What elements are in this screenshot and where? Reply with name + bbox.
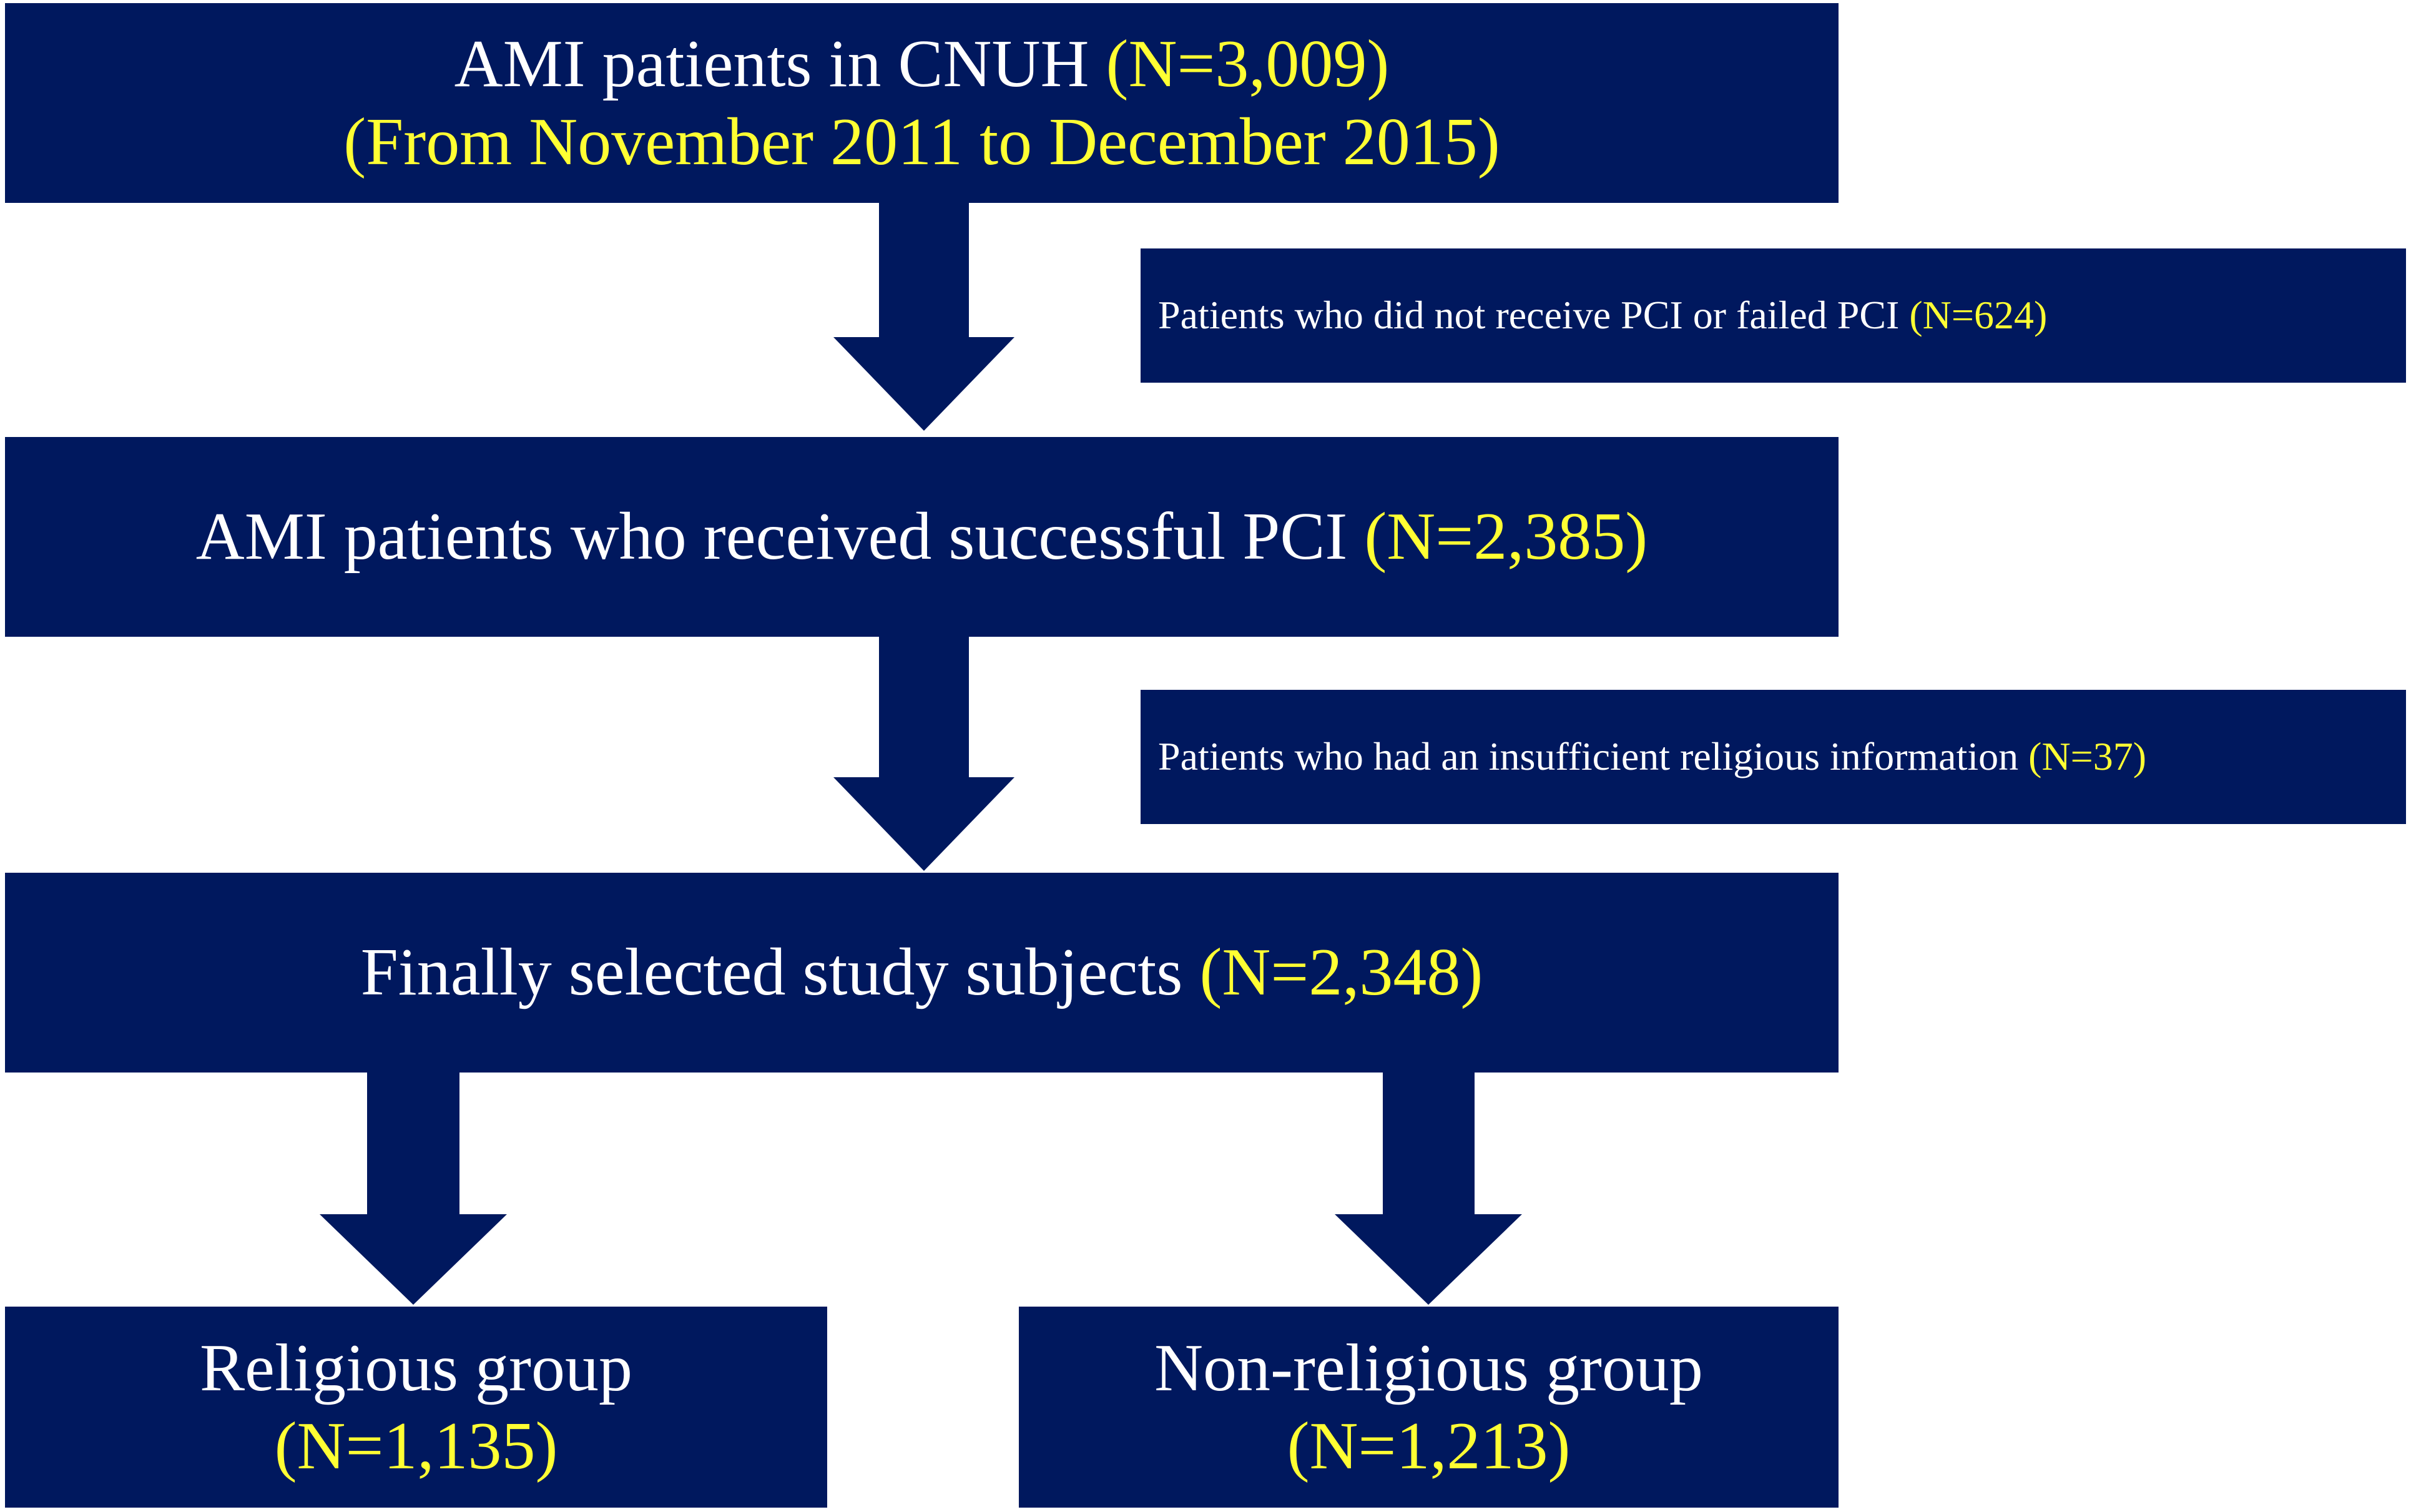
ami-patients-count: (N=3,009) (1106, 26, 1390, 101)
successful-pci-count: (N=2,385) (1364, 499, 1648, 574)
box-final-study-subjects: Finally selected study subjects (N=2,348… (5, 873, 1839, 1073)
box-religious-group: Religious group (N=1,135) (5, 1307, 827, 1508)
exclusion-no-pci-line: Patients who did not receive PCI or fail… (1158, 292, 2047, 340)
exclusion-religious-info-label: Patients who had an insufficient religio… (1158, 734, 2029, 779)
successful-pci-label: AMI patients who received successful PCI (195, 499, 1365, 574)
box-ami-patients-line1: AMI patients in CNUH (N=3,009) (454, 25, 1390, 103)
exclusion-no-pci-count: (N=624) (1909, 293, 2048, 338)
arrow-successful-pci-to-final (833, 637, 1014, 871)
non-religious-group-count: (N=1,213) (1287, 1409, 1571, 1483)
religious-group-label: Religious group (200, 1330, 632, 1405)
study-period: (From November 2011 to December 2015) (343, 105, 1500, 179)
successful-pci-line: AMI patients who received successful PCI… (196, 498, 1647, 576)
final-study-subjects-count: (N=2,348) (1199, 935, 1483, 1010)
box-exclusion-no-pci: Patients who did not receive PCI or fail… (1141, 248, 2406, 383)
exclusion-religious-info-line: Patients who had an insufficient religio… (1158, 733, 2146, 781)
final-study-subjects-label: Finally selected study subjects (360, 935, 1200, 1010)
arrow-final-to-non-religious (1335, 1073, 1522, 1305)
arrow-final-to-religious (320, 1073, 507, 1305)
box-non-religious-group: Non-religious group (N=1,213) (1019, 1307, 1839, 1508)
arrow-start-to-successful-pci (833, 202, 1014, 431)
ami-patients-label: AMI patients in CNUH (454, 26, 1106, 101)
non-religious-group-label: Non-religious group (1154, 1330, 1703, 1405)
exclusion-religious-info-count: (N=37) (2028, 734, 2147, 779)
exclusion-no-pci-label: Patients who did not receive PCI or fail… (1158, 293, 1910, 338)
box-exclusion-religious-info: Patients who had an insufficient religio… (1141, 690, 2406, 824)
final-study-subjects-line: Finally selected study subjects (N=2,348… (361, 933, 1483, 1011)
box-successful-pci: AMI patients who received successful PCI… (5, 437, 1839, 637)
religious-group-count: (N=1,135) (274, 1409, 558, 1483)
box-ami-patients-cnuh: AMI patients in CNUH (N=3,009) (From Nov… (5, 3, 1839, 203)
